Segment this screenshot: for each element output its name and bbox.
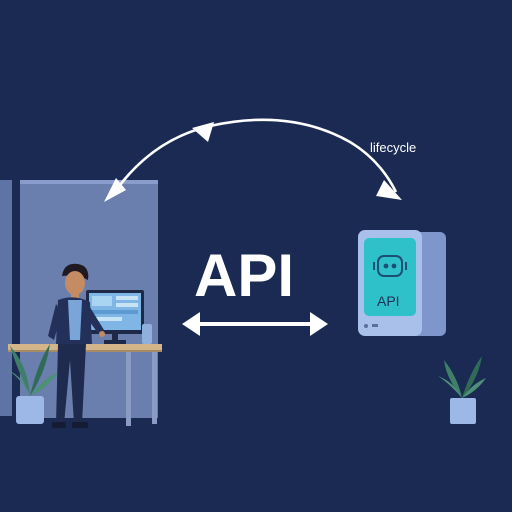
tablet-device-icon: API <box>358 230 446 336</box>
bidirectional-arrow-icon <box>182 312 328 336</box>
device-label: API <box>377 293 400 309</box>
lifecycle-label: lifecycle <box>370 140 416 155</box>
potted-plant-icon <box>4 344 58 424</box>
person-at-desk <box>48 263 105 428</box>
api-title: API <box>194 242 294 309</box>
curved-double-arrow-icon <box>104 118 402 202</box>
wall-panel-top <box>20 180 158 184</box>
computer-monitor <box>86 290 152 344</box>
potted-plant-icon <box>438 356 486 424</box>
wall-panel-left-edge <box>0 180 12 416</box>
robot-icon <box>373 255 407 277</box>
